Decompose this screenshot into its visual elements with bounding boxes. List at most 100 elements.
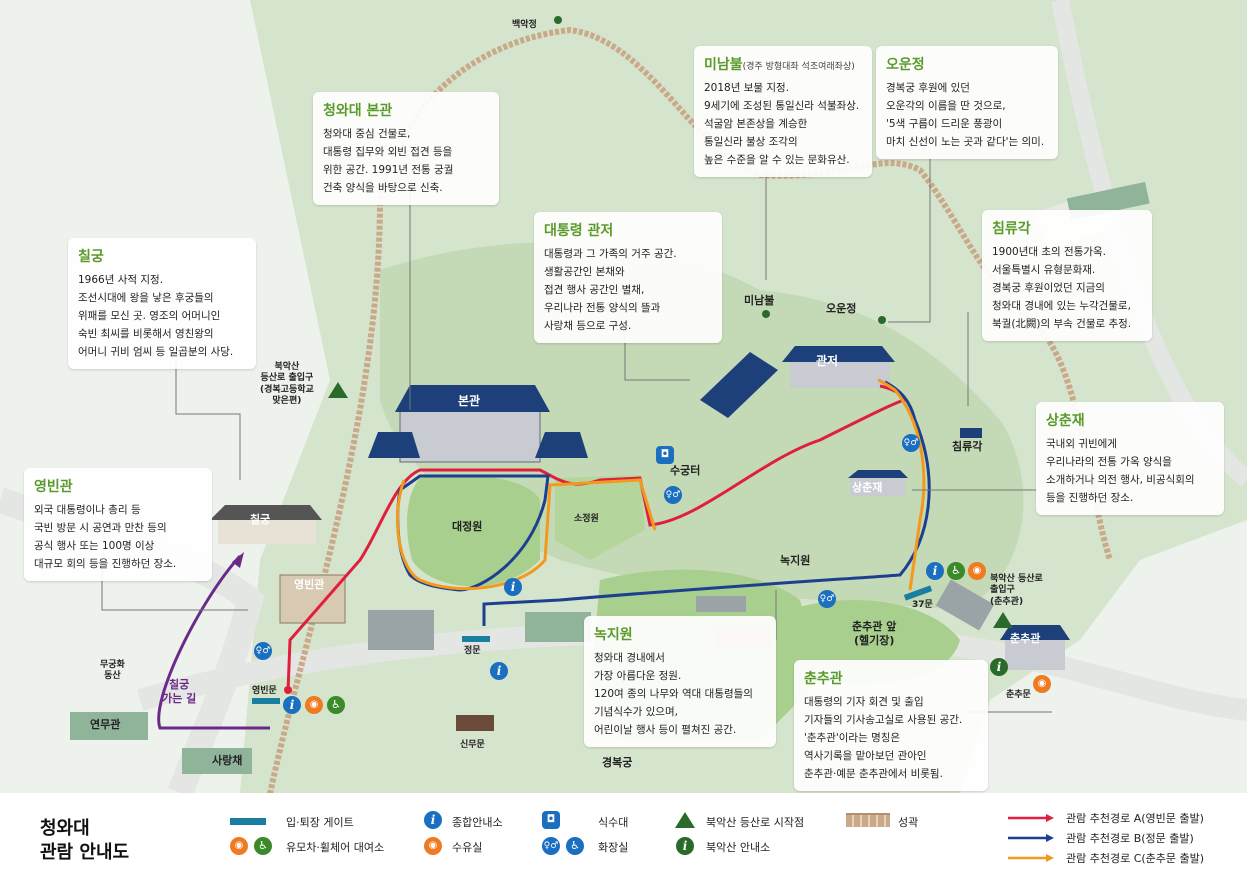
- box-title: 미남불(경주 방형대좌 석조여래좌상): [704, 54, 862, 74]
- legend-nursing: 수유실: [452, 841, 483, 854]
- legend-info: 종합안내소: [452, 816, 503, 829]
- info-icon: i: [424, 811, 442, 829]
- label-gwanjeo: 관저: [816, 354, 839, 368]
- sinmumun-gate: [456, 715, 494, 731]
- trailhead-east-marker: [993, 612, 1013, 628]
- bongwan-roof: [395, 385, 550, 412]
- nursing-icon: ◉: [1033, 675, 1051, 693]
- toilet-icon: ♀♂: [818, 590, 836, 608]
- toilet-icon: ♀♂: [254, 642, 272, 660]
- box-title: 오운정: [886, 57, 925, 73]
- toilet-icon: ♀♂: [664, 486, 682, 504]
- label-sarangchae: 사랑채: [212, 754, 243, 767]
- sangchunjae-building: [850, 478, 905, 496]
- route-chilgung-line: [157, 554, 270, 730]
- box-title: 춘추관: [804, 671, 843, 687]
- yeonmugwan-building: [70, 712, 148, 740]
- daejeongwon-lawn: [407, 475, 540, 587]
- box-title: 청와대 본관: [323, 103, 393, 119]
- box-title-main: 미남불: [704, 57, 743, 73]
- label-daejeongwon: 대정원: [452, 520, 483, 533]
- info-box-nokji: 녹지원 청와대 경내에서 가장 아름다운 정원. 120여 종의 나무와 역대 …: [584, 616, 776, 747]
- water-icon: ◘: [656, 446, 674, 464]
- label-minambul: 미남불: [744, 294, 775, 307]
- legend-route-c: 관람 추천경로 C(춘추문 출발): [1066, 852, 1205, 865]
- leader-yeongbin: [101, 570, 248, 611]
- yeongbin-start-dot: [284, 686, 292, 694]
- box-body: 1900년대 초의 전통가옥. 서울특별시 유형문화재. 경복궁 후원이었던 지…: [992, 246, 1132, 330]
- route-c-line: [877, 378, 926, 591]
- box-body: 경복궁 후원에 있던 오운각의 이름을 딴 것으로, '5색 구름이 드리운 풍…: [886, 82, 1045, 148]
- legend-trail-info: 북악산 안내소: [706, 841, 771, 854]
- chimryugak-building: [960, 428, 982, 438]
- label-yeonmugwan: 연무관: [90, 718, 121, 731]
- box-title: 대통령 관저: [544, 223, 614, 239]
- info-box-chunchu: 춘추관 대통령의 기자 회견 및 출입 기자들의 기사송고실로 사용된 공간. …: [794, 660, 988, 791]
- sojeongwon-lawn: [555, 475, 645, 560]
- label-jeongmun: 정문: [464, 646, 481, 656]
- water-icon: ◘: [542, 811, 560, 829]
- box-title: 영빈관: [34, 479, 73, 495]
- trail-info-icon: i: [990, 658, 1008, 676]
- legend-wall: 성곽: [898, 816, 919, 829]
- leader-oun: [888, 150, 931, 323]
- stroller-icon: ◉: [230, 837, 248, 855]
- label-chunchugwan-front: 춘추관 앞 (헬기장): [852, 620, 897, 647]
- bongwan-wing-right: [535, 432, 588, 458]
- chilgung-building: [218, 520, 316, 544]
- route-b-line: [482, 380, 931, 626]
- route-b-arrowhead: [1046, 834, 1054, 842]
- label-chimryugak: 침류각: [952, 440, 983, 453]
- route-c-arrowhead: [1046, 854, 1054, 862]
- stroller-icon: ◉: [305, 696, 323, 714]
- label-chunchugwan: 춘추관: [1010, 632, 1041, 645]
- label-sugungteo: 수궁터: [670, 464, 701, 477]
- nursing-icon: ◉: [968, 562, 986, 580]
- info-icon: i: [504, 578, 522, 596]
- gray-building-3: [696, 596, 746, 612]
- gwanjeo-annex-roof: [700, 352, 778, 418]
- label-nokjiwon: 녹지원: [780, 554, 811, 567]
- leader-chilgung: [175, 360, 241, 480]
- legend-title-line1: 청와대: [40, 818, 90, 839]
- info-box-oun: 오운정 경복궁 후원에 있던 오운각의 이름을 딴 것으로, '5색 구름이 드…: [876, 46, 1058, 159]
- label-gyeongbokgung: 경복궁: [602, 756, 633, 769]
- label-trailhead-east: 북악산 등산로 출입구 (춘추관): [990, 574, 1043, 607]
- legend-toilet: 화장실: [598, 841, 629, 854]
- legend-water: 식수대: [598, 816, 629, 829]
- gate-symbol: [230, 818, 266, 825]
- info-icon: i: [926, 562, 944, 580]
- legend-title-line2: 관람 안내도: [40, 842, 130, 863]
- legend-route-a: 관람 추천경로 A(영빈문 출발): [1066, 812, 1204, 825]
- legend-gate: 입·퇴장 게이트: [286, 816, 354, 829]
- box-title: 침류각: [992, 221, 1031, 237]
- legend-title: 청와대 관람 안내도: [40, 817, 129, 865]
- info-box-sangchun: 상춘재 국내외 귀빈에게 우리나라의 전통 가옥 양식을 소개하거나 의전 행사…: [1036, 402, 1224, 515]
- wall-icon: [846, 813, 890, 827]
- wheelchair-icon: ♿: [254, 837, 272, 855]
- box-title: 상춘재: [1046, 413, 1085, 429]
- bongwan-building: [399, 409, 541, 463]
- box-title: 녹지원: [594, 627, 633, 643]
- label-sangchunjae: 상춘재: [852, 481, 883, 494]
- box-body: 청와대 중심 건물로, 대통령 집무와 외빈 접견 등을 위한 공간. 1991…: [323, 128, 454, 194]
- toilet-icon: ♀♂: [902, 434, 920, 452]
- gray-building-1: [368, 610, 434, 650]
- toilet-icon: ♀♂: [542, 837, 560, 855]
- label-sojeongwon: 소정원: [574, 514, 599, 524]
- label-chilgung: 칠궁: [250, 513, 271, 526]
- wheelchair-icon: ♿: [947, 562, 965, 580]
- route-chilgung-arrow: [232, 552, 244, 568]
- nursing-icon: ◉: [424, 837, 442, 855]
- chunchugwan-roof: [1000, 625, 1070, 640]
- oun-dot: [878, 316, 886, 324]
- info-box-residence: 대통령 관저 대통령과 그 가족의 거주 공간. 생활공간인 본채와 접견 행사…: [534, 212, 722, 343]
- info-box-chilgung: 칠궁 1966년 사적 지정. 조선시대에 왕을 낳은 후궁들의 위패를 모신 …: [68, 238, 256, 369]
- box-body: 2018년 보물 지정. 9세기에 조성된 통일신라 석불좌상. 석굴암 본존상…: [704, 82, 860, 166]
- info-icon: i: [283, 696, 301, 714]
- gray-building-5: [935, 579, 995, 631]
- label-mugunghwa: 무궁화 동산: [100, 660, 125, 682]
- label-bongwan: 본관: [458, 394, 481, 408]
- gwanjeo-building: [790, 358, 890, 388]
